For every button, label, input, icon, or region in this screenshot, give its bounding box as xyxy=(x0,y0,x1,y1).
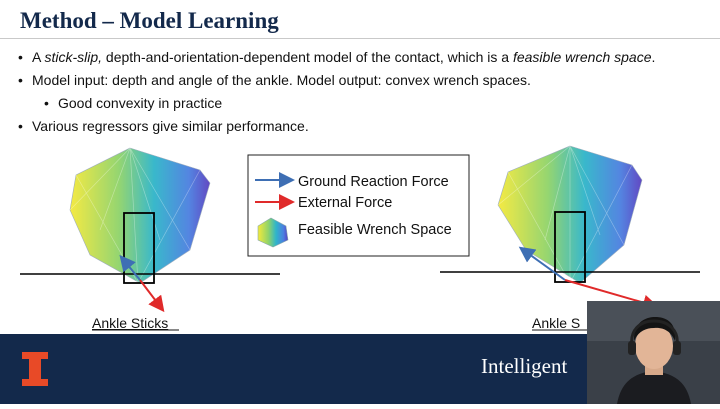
bullet-1: A stick-slip, depth-and-orientation-depe… xyxy=(18,46,718,69)
sub-bullet-1: Good convexity in practice xyxy=(44,92,718,115)
illinois-block-i-icon xyxy=(0,334,70,404)
legend-feasible-wrench-space: Feasible Wrench Space xyxy=(298,222,452,238)
legend: Ground Reaction Force External Force Fea… xyxy=(247,154,470,257)
legend-external-force: External Force xyxy=(298,195,392,211)
left-caption: Ankle Sticks xyxy=(92,315,168,331)
bullet-2: Model input: depth and angle of the ankl… xyxy=(18,69,718,92)
title-divider xyxy=(0,38,720,39)
bullet-list: A stick-slip, depth-and-orientation-depe… xyxy=(18,46,718,138)
right-wrench-space xyxy=(440,145,700,311)
bullet-3: Various regressors give similar performa… xyxy=(18,115,718,138)
left-ground-force-arrow xyxy=(119,254,141,281)
left-ankle-box xyxy=(123,212,155,284)
footer-text: Intelligent xyxy=(481,354,568,378)
left-wrench-space xyxy=(20,147,280,313)
legend-ground-reaction-force: Ground Reaction Force xyxy=(298,174,449,190)
slide-title: Method – Model Learning xyxy=(20,8,279,33)
right-ground-force-arrow xyxy=(518,246,566,281)
presenter-webcam xyxy=(587,301,720,404)
wrench-space-legend-icon xyxy=(257,217,289,248)
left-external-force-arrow xyxy=(139,279,165,313)
right-caption: Ankle S xyxy=(532,315,580,331)
